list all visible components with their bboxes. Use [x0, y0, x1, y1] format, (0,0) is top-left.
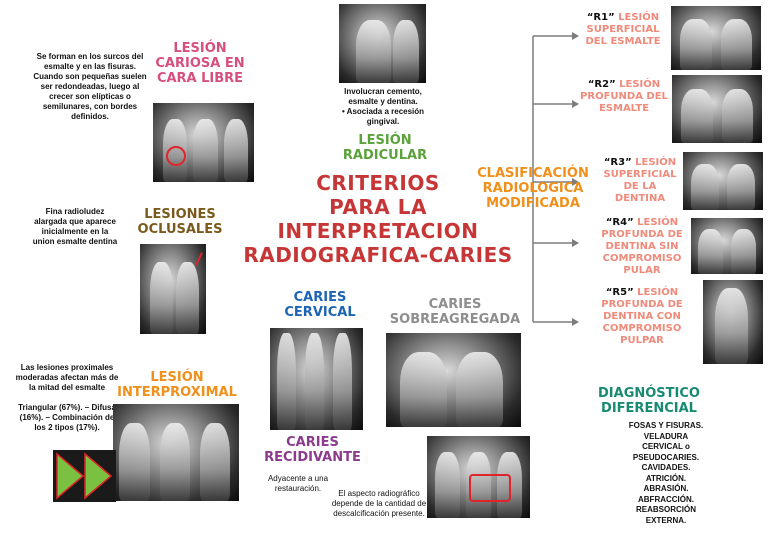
diagnostico-heading: DIAGNÓSTICO DIFERENCIAL	[598, 386, 700, 416]
cervical-heading: CARIES CERVICAL	[284, 290, 356, 320]
r1-xray	[671, 6, 761, 70]
r1-code: “R1”	[586, 12, 615, 23]
double-arrow-icon	[56, 452, 113, 500]
sobreagregada-xray	[386, 333, 521, 427]
r3-code: “R3”	[603, 157, 632, 168]
r5-code: “R5”	[605, 287, 634, 298]
r2-text: LESIÓN PROFUNDA DEL ESMALTE	[580, 79, 668, 114]
radicular-xray	[339, 4, 426, 83]
r4-text: LESIÓN PROFUNDA DE DENTINA SIN COMPROMIS…	[601, 217, 683, 276]
radicular-heading: LESIÓN RADICULAR	[342, 133, 428, 163]
oclusales-heading: LESIONES OCLUSALES	[137, 207, 223, 237]
title-line-3: INTERPRETACION	[277, 219, 479, 243]
diagnostico-item: EXTERNA.	[645, 515, 687, 525]
cara-libre-heading: LESIÓN CARIOSA EN CARA LIBRE	[155, 41, 245, 86]
diagnostico-item: VELADURA	[643, 431, 689, 441]
r4-code: “R4”	[605, 217, 634, 228]
oclusales-note: Fina radioludez alargada que aparece ini…	[32, 207, 118, 246]
clasificacion-heading: CLASIFICACIÓN RADIOLOGICA MODIFICADA	[477, 166, 589, 211]
r2-label: “R2” LESIÓN PROFUNDA DEL ESMALTE	[578, 79, 670, 115]
descalcificacion-xray	[427, 436, 530, 518]
diagnostico-item: PSEUDOCARIES.	[632, 452, 700, 462]
cara-libre-xray	[153, 103, 254, 182]
r2-code: “R2”	[587, 79, 616, 90]
interproximal-heading: LESIÓN INTERPROXIMAL	[117, 370, 237, 400]
cervical-xray	[270, 328, 363, 430]
diagnostico-item: CAVIDADES.	[641, 463, 691, 472]
interproximal-note-2: Triangular (67%). – Difusa (16%). – Comb…	[18, 403, 116, 432]
title-line-4: RADIOGRAFICA-CARIES	[243, 243, 513, 267]
r5-text: LESIÓN PROFUNDA DE DENTINA CON COMPROMIS…	[601, 287, 683, 346]
title-line-2: PARA LA	[329, 195, 427, 219]
diagnostico-item: REABSORCIÓN	[635, 505, 696, 514]
lesion-arrow-marker	[195, 252, 203, 266]
recidivante-note: Adyacente a una restauración.	[267, 474, 329, 493]
main-title: CRITERIOS PARA LA INTERPRETACION RADIOGR…	[228, 171, 528, 267]
recidivante-heading: CARIES RECIDIVANTE	[264, 435, 361, 465]
diagnostico-item: CERVICAL o	[642, 442, 690, 451]
interproximal-xray	[113, 404, 239, 501]
diagnostico-item: ABFRACCIÓN.	[638, 494, 694, 504]
diagnostico-item: ABRASIÓN.	[643, 484, 689, 493]
r5-label: “R5” LESIÓN PROFUNDA DE DENTINA CON COMP…	[598, 287, 686, 347]
r3-text: LESIÓN SUPERFICIAL DE LA DENTINA	[603, 157, 677, 204]
oclusales-xray	[140, 244, 206, 334]
r5-xray	[703, 280, 763, 364]
r2-xray	[672, 75, 762, 143]
r1-text: LESIÓN SUPERFICIAL DEL ESMALTE	[585, 12, 661, 47]
descalcificacion-note: El aspecto radiográfico depende de la ca…	[331, 489, 427, 518]
sobreagregada-heading: CARIES SOBREAGREGADA	[389, 297, 521, 327]
r3-xray	[683, 152, 763, 210]
lesion-box-marker	[469, 474, 511, 502]
diagnostico-list: FOSAS Y FISURAS. VELADURA CERVICAL o PSE…	[614, 421, 718, 526]
title-line-1: CRITERIOS	[316, 171, 440, 195]
diagnostico-item: FOSAS Y FISURAS.	[628, 421, 704, 430]
r1-label: “R1” LESIÓN SUPERFICIAL DEL ESMALTE	[575, 12, 671, 48]
r4-xray	[691, 218, 763, 274]
radicular-note: Involucran cemento, esmalte y dentina. •…	[341, 87, 425, 126]
interproximal-note-1: Las lesiones proximales moderadas afecta…	[15, 363, 119, 392]
diagnostico-item: ATRICIÓN.	[645, 473, 687, 483]
play-arrows-graphic	[53, 450, 116, 502]
lesion-circle-marker	[166, 146, 186, 166]
r4-label: “R4” LESIÓN PROFUNDA DE DENTINA SIN COMP…	[598, 217, 686, 277]
cara-libre-note: Se forman en los surcos del esmalte y en…	[33, 52, 147, 121]
r3-label: “R3” LESIÓN SUPERFICIAL DE LA DENTINA	[597, 157, 683, 205]
